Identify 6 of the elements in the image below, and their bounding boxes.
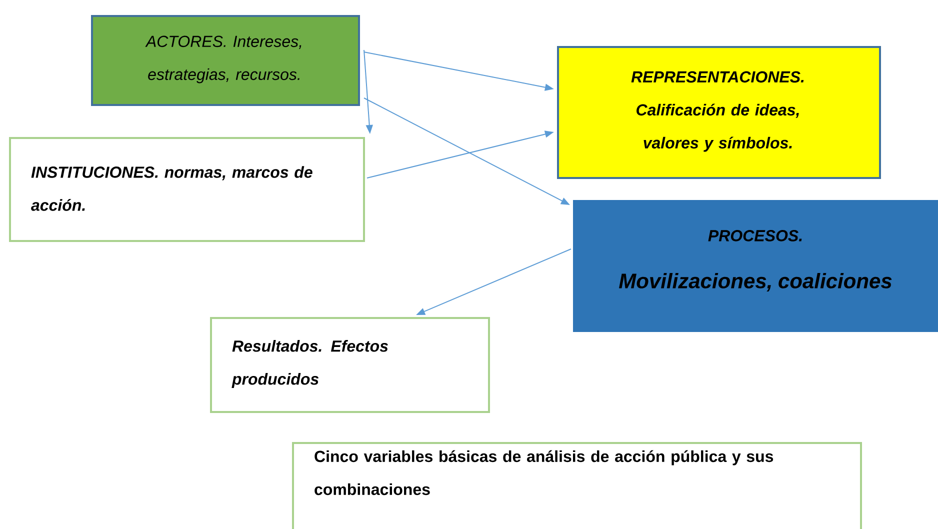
institution-box: INSTITUCIONES. normas, marcos de acción. (9, 137, 365, 242)
result-box: Resultados. Efectos producidos (210, 317, 490, 413)
representation-box: REPRESENTACIONES. Calificación de ideas, valores y símbolos. (557, 46, 881, 179)
process-box: PROCESOS. Movilizaciones, coaliciones (573, 200, 938, 332)
actor-box: ACTORES. Intereses, estrategias, recursos. (91, 15, 360, 106)
caption-box: Cinco variables básicas de análisis de acción pública y sus combinaciones (292, 442, 862, 529)
